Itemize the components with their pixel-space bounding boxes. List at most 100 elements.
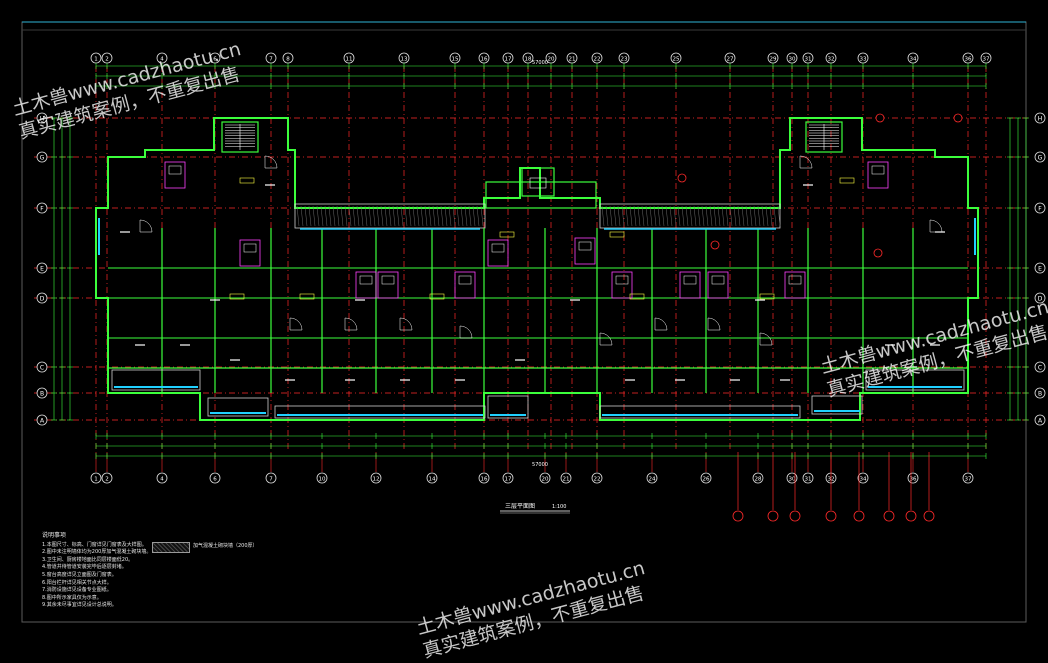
- legend-label: 加气混凝土砌块墙（200厚）: [193, 543, 258, 549]
- door-swing: [399, 317, 413, 331]
- corridor-hatch: [344, 205, 348, 227]
- axis-label-bottom: 30: [789, 477, 796, 483]
- room-tag: [229, 293, 245, 300]
- corridor-hatch: [701, 205, 705, 227]
- note-line: 5.窗台高度详见立面图及门窗表。: [42, 571, 117, 578]
- callout-bubble: [825, 510, 837, 522]
- corridor-hatch: [324, 205, 328, 227]
- axis-bubble-bottom: [90, 472, 102, 484]
- axis-bubble-bottom: [539, 472, 551, 484]
- toilet-icon: [683, 275, 697, 285]
- corridor-hatch: [316, 205, 320, 227]
- axis-label-left: D: [40, 296, 45, 303]
- corridor-hatch: [312, 205, 316, 227]
- callout-bubble: [710, 240, 720, 250]
- bathroom-fixture: [355, 271, 377, 299]
- corridor-hatch: [308, 205, 312, 227]
- door-swing: [929, 219, 943, 233]
- axis-label-bottom: 20: [542, 477, 549, 483]
- axis-label-left: A: [40, 418, 45, 425]
- toilet-icon: [788, 275, 802, 285]
- callout-bubble: [853, 510, 865, 522]
- corridor-hatch: [665, 205, 669, 227]
- axis-bubble-right: [1034, 202, 1046, 214]
- callout-bubble: [789, 510, 801, 522]
- axis-label-bottom: 2: [105, 477, 109, 483]
- corridor-hatch: [392, 205, 396, 227]
- corridor-hatch: [685, 205, 689, 227]
- corridor-hatch: [661, 205, 665, 227]
- toilet-icon: [168, 165, 182, 175]
- axis-bubble-bottom: [802, 472, 814, 484]
- axis-bubble-bottom: [101, 472, 113, 484]
- stair-west: [221, 121, 259, 153]
- elevator-cab: [529, 177, 547, 189]
- note-line: 4.管道井待管道安装完毕后逐层封堵。: [42, 564, 127, 571]
- balcony-slab: [811, 395, 863, 415]
- corridor-hatch: [348, 205, 352, 227]
- axis-label-top: 17: [505, 57, 512, 63]
- bathroom-fixture: [707, 271, 729, 299]
- central-core: [485, 181, 597, 209]
- axis-label-left: G: [40, 155, 45, 162]
- building-outline: [95, 117, 979, 421]
- corridor-hatch: [601, 205, 605, 227]
- room-tag: [609, 231, 625, 238]
- axis-label-bottom: 36: [910, 477, 917, 483]
- axis-label-top: 8: [286, 57, 290, 63]
- total-dimension-top: 57000: [532, 60, 548, 66]
- balcony-slab: [274, 405, 486, 419]
- corridor-hatch: [681, 205, 685, 227]
- axis-bubble-bottom: [209, 472, 221, 484]
- axis-label-bottom: 34: [860, 477, 867, 483]
- axis-label-left: C: [40, 365, 44, 372]
- axis-label-top: 20: [548, 57, 555, 63]
- axis-label-top: 23: [621, 57, 628, 63]
- corridor-hatch: [757, 205, 761, 227]
- axis-bubble-bottom: [907, 472, 919, 484]
- callout-bubble: [883, 510, 895, 522]
- corridor-hatch: [356, 205, 360, 227]
- toilet-icon: [578, 241, 592, 251]
- notes-lines: 1.本图尺寸、标高、门窗详见门窗表及大样图。2.图中未注明墙体均为200厚加气混…: [42, 542, 282, 610]
- corridor-hatch: [649, 205, 653, 227]
- axis-label-left: E: [40, 266, 44, 273]
- corridor-hatch: [456, 205, 460, 227]
- balcony-slab: [111, 369, 201, 391]
- bathroom-fixture: [164, 161, 186, 189]
- corridor-hatch: [621, 205, 625, 227]
- note-line: 7.消防设施详见设备专业图纸。: [42, 587, 112, 594]
- corridor-hatch: [645, 205, 649, 227]
- axis-label-bottom: 6: [213, 477, 217, 483]
- axis-label-bottom: 28: [755, 477, 762, 483]
- callout-bubble: [873, 248, 883, 258]
- corridor-hatch: [372, 205, 376, 227]
- corridor-hatch: [717, 205, 721, 227]
- door-swing: [599, 332, 613, 346]
- corridor-hatch: [452, 205, 456, 227]
- axis-bubble-bottom: [591, 472, 603, 484]
- axis-bubble-bottom: [786, 472, 798, 484]
- axis-label-top: 18: [525, 57, 532, 63]
- corridor-hatch: [360, 205, 364, 227]
- corridor-hatch: [625, 205, 629, 227]
- axis-bubble-right: [1034, 387, 1046, 399]
- corridor-hatch: [617, 205, 621, 227]
- axis-label-top: 34: [910, 57, 917, 63]
- corridor-hatch: [745, 205, 749, 227]
- axis-label-top: 33: [860, 57, 867, 63]
- axis-label-top: 11: [346, 57, 353, 63]
- note-line: 8.图中所示家具仅为示意。: [42, 594, 102, 601]
- axis-label-right: A: [1038, 418, 1043, 425]
- axis-bubble-left: [36, 151, 48, 163]
- corridor-hatch: [464, 205, 468, 227]
- corridor-hatch: [705, 205, 709, 227]
- axis-label-left: B: [40, 391, 44, 398]
- axis-bubble-left: [36, 414, 48, 426]
- corridor-hatch: [673, 205, 677, 227]
- corridor-hatch: [336, 205, 340, 227]
- axis-label-top: 29: [770, 57, 777, 63]
- corridor-hatch: [352, 205, 356, 227]
- corridor-hatch: [332, 205, 336, 227]
